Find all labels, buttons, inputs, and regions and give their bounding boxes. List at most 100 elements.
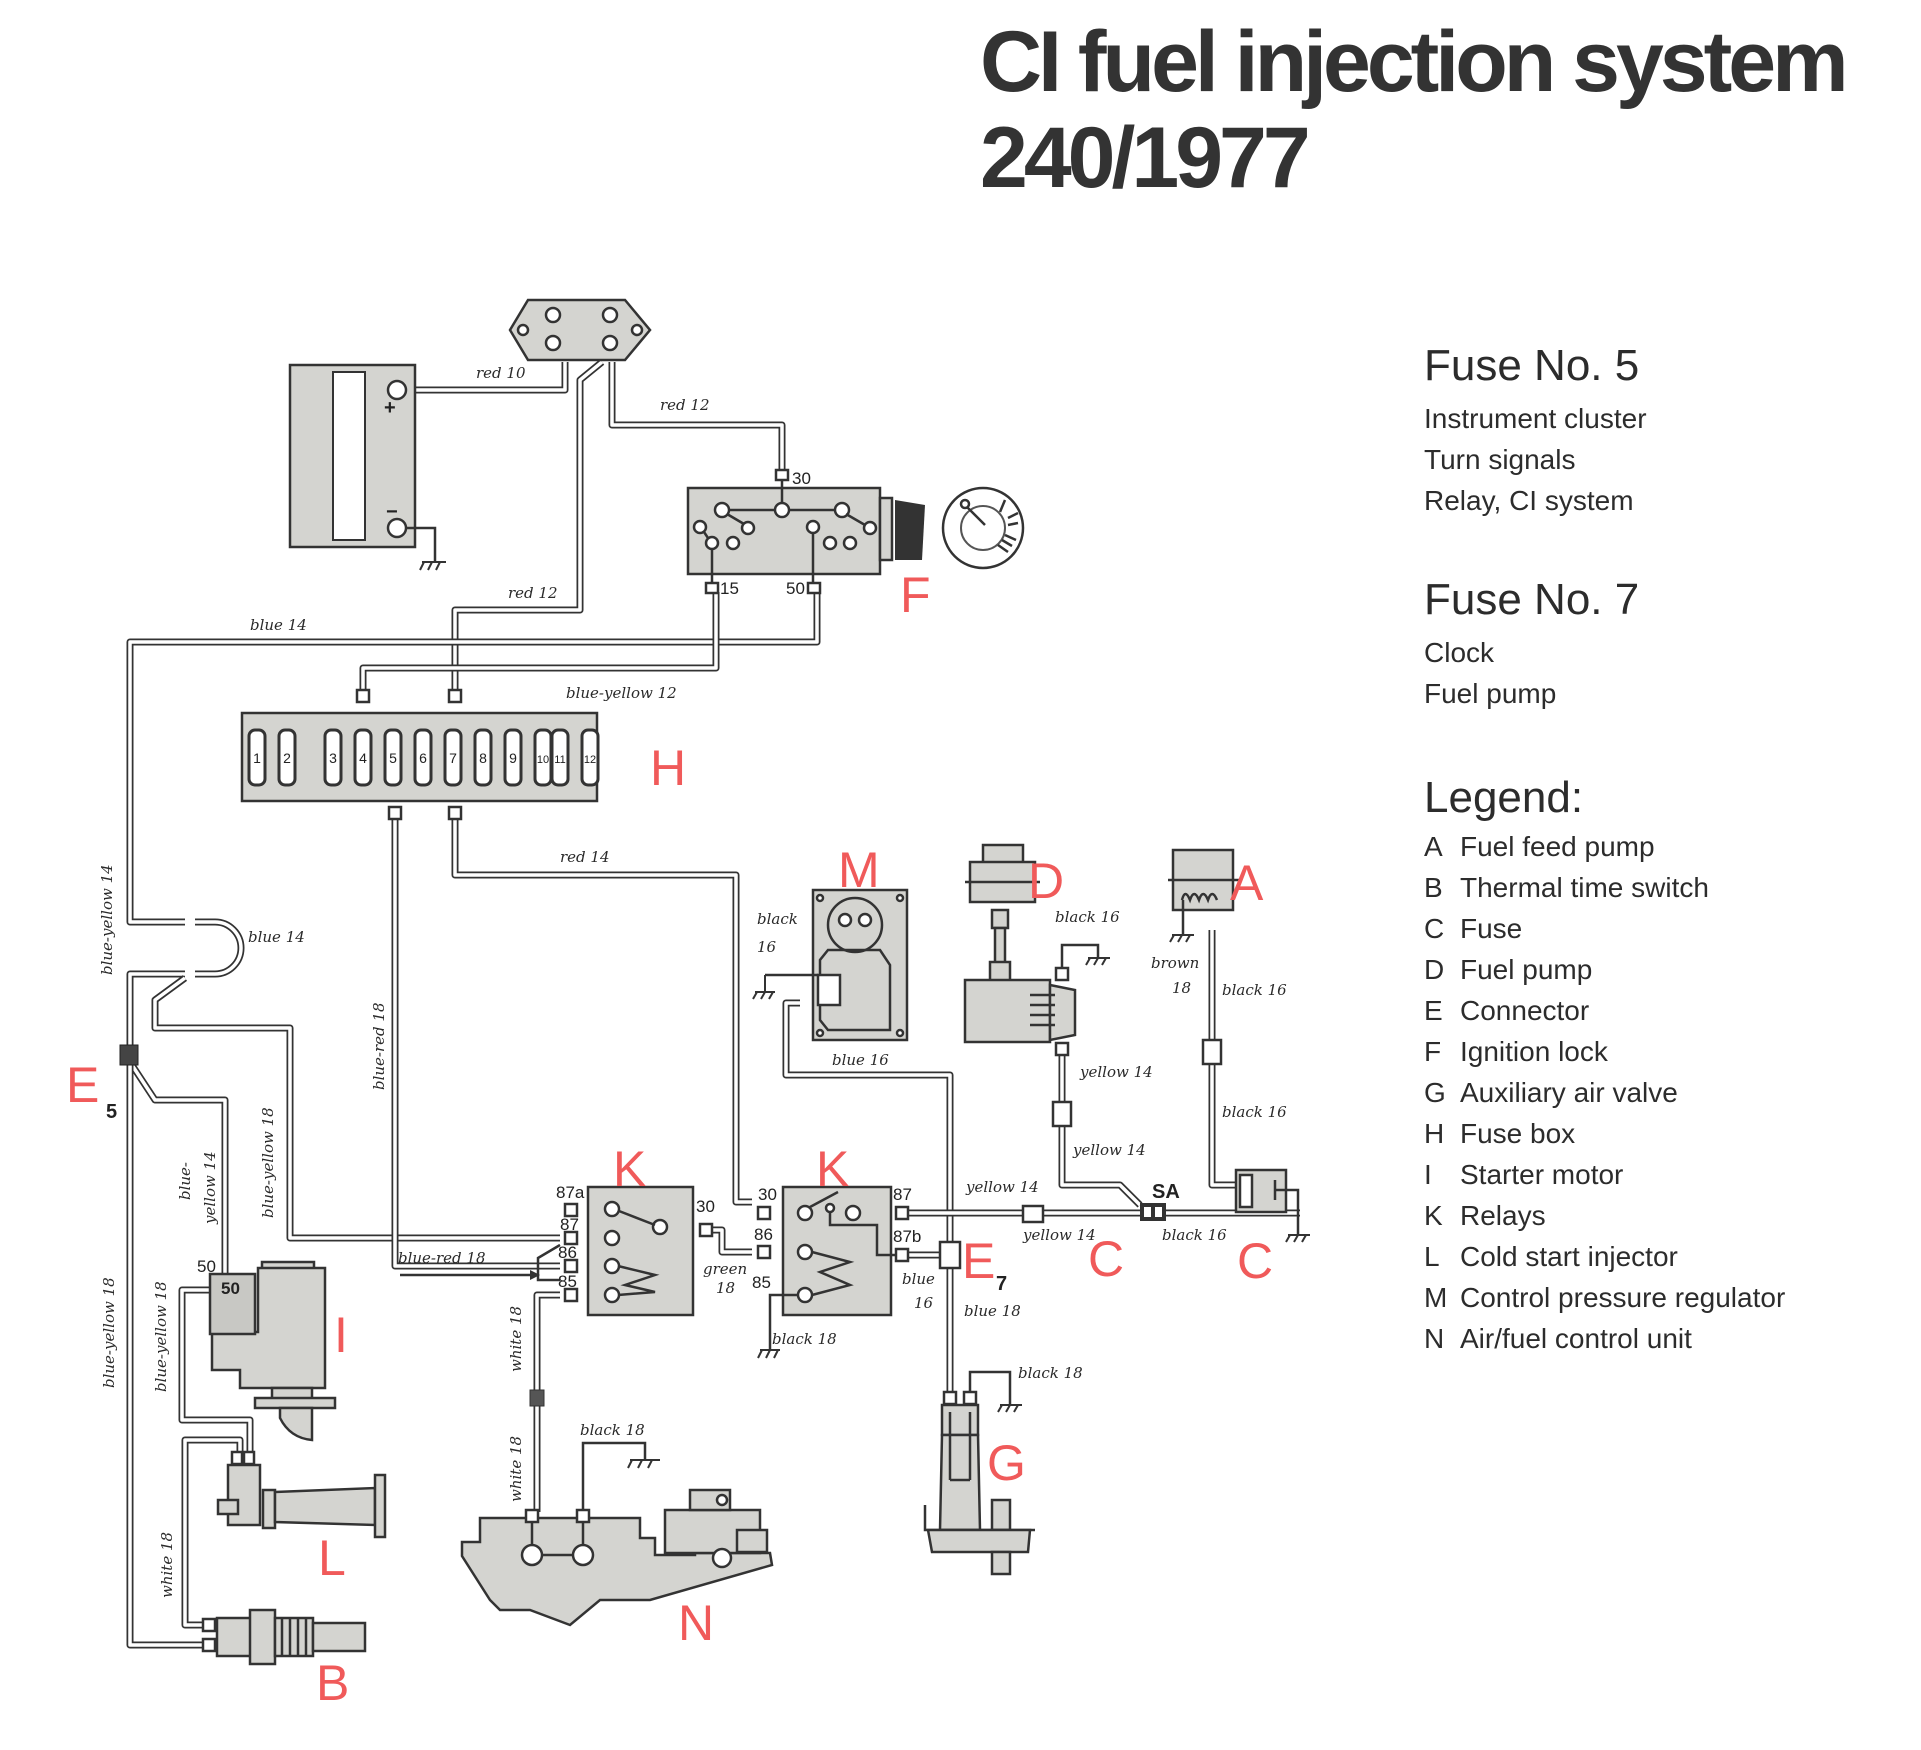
- wires: [126, 359, 1300, 1649]
- wire-red-12-fusebox: [451, 359, 605, 690]
- connector-number-7: 7: [996, 1273, 1007, 1295]
- battery: + −: [288, 363, 446, 571]
- fuse-5-section: Fuse No. 5 Instrument cluster Turn signa…: [1424, 340, 1647, 521]
- connector-number-5: 5: [106, 1101, 117, 1123]
- component-letter-e1: E: [66, 1057, 99, 1113]
- wire-label: black 18: [580, 1421, 645, 1439]
- component-letter-d: D: [1028, 853, 1064, 909]
- legend-key: G: [1424, 1077, 1446, 1108]
- fuse-sa-label: SA: [1152, 1181, 1180, 1203]
- component-letter-m: M: [838, 842, 880, 898]
- fuse-5-item: Instrument cluster: [1424, 403, 1647, 434]
- wire-blue-14: [126, 592, 821, 926]
- terminal-connector: [355, 688, 371, 704]
- wire-labels: red 10 red 12 red 12 blue 14 blue-yellow…: [98, 364, 1287, 1598]
- relay2-terminal-30: 30: [758, 1185, 777, 1204]
- wire-label: black 16: [1055, 908, 1120, 926]
- component-letter-c1: C: [1088, 1231, 1124, 1287]
- wire-red-10: [415, 362, 569, 394]
- relay2-terminal-86: 86: [754, 1225, 773, 1244]
- legend-item: K Relays: [1424, 1195, 1785, 1236]
- legend-label: Fuel feed pump: [1460, 831, 1655, 862]
- terminal-connector: [387, 805, 403, 821]
- fuse-number: 11: [554, 754, 565, 766]
- wire-label: blue 14: [248, 928, 305, 946]
- relay2-terminal-87: 87: [893, 1185, 912, 1204]
- wire-label: black 18: [1018, 1364, 1083, 1382]
- ground-icon: [1285, 1234, 1310, 1243]
- fuse-slot: [247, 728, 267, 787]
- fuse-number: 1: [253, 750, 261, 766]
- fuse-slot: [277, 728, 297, 787]
- wire-red-14: [451, 815, 752, 1206]
- wire-blue-yellow-18-inner: [178, 1286, 254, 1452]
- wire-label: blue-yellow 18: [152, 1281, 170, 1392]
- fuse-slot: [580, 728, 600, 787]
- wire-label: red 14: [560, 848, 610, 866]
- component-letter-h: H: [650, 740, 686, 796]
- relay2-terminal-85: 85: [752, 1273, 771, 1292]
- wire-blue-16-m: [782, 999, 954, 1430]
- auxiliary-air-valve: [923, 1370, 1035, 1576]
- ignition-lock: 30 15 50: [686, 468, 1025, 598]
- fuse-slot: [353, 728, 373, 787]
- wire-label: blue 16: [832, 1051, 889, 1069]
- wire-label: red 12: [660, 396, 710, 414]
- legend-key: N: [1424, 1323, 1445, 1354]
- fuse-number: 4: [359, 750, 367, 766]
- starter-motor: 50 50: [197, 1257, 337, 1442]
- wire-red-12-ignition: [608, 362, 786, 470]
- legend-heading: Legend:: [1424, 773, 1584, 822]
- terminal-connector: [774, 468, 790, 482]
- wire-label: 18: [1172, 979, 1191, 997]
- wire-black-16-a: [1208, 930, 1240, 1189]
- fuse-slot: [473, 728, 493, 787]
- ground-icon: [997, 1404, 1022, 1413]
- fuse-number: 3: [329, 750, 337, 766]
- legend-key: A: [1424, 831, 1443, 862]
- fuse-number: 10: [537, 754, 549, 766]
- ground-icon: [752, 975, 775, 1000]
- fuse-7-item: Clock: [1424, 637, 1495, 668]
- relay1-terminal-30: 30: [696, 1197, 715, 1216]
- fuse-slot: [503, 728, 523, 787]
- legend-label: Ignition lock: [1460, 1036, 1608, 1067]
- legend-key: I: [1424, 1159, 1432, 1190]
- thermal-time-switch: [201, 1608, 367, 1666]
- fuse-slot: [323, 728, 343, 787]
- wire-label: blue-yellow 18: [259, 1107, 277, 1218]
- wire-label: yellow 14: [1079, 1063, 1153, 1081]
- relay2-terminal-87b: 87b: [893, 1227, 921, 1246]
- control-pressure-regulator: [752, 888, 909, 1042]
- wire-blue-yellow-12: [359, 592, 720, 690]
- ignition-terminal-30: 30: [792, 469, 811, 488]
- fuse-number: 12: [584, 754, 596, 766]
- ground-icon: [1169, 934, 1194, 943]
- wire-label: yellow 14: [201, 1151, 219, 1225]
- relay1-terminal-86: 86: [558, 1243, 577, 1262]
- legend-label: Fuel pump: [1460, 954, 1593, 985]
- legend-label: Connector: [1460, 995, 1590, 1026]
- wire-label: yellow 14: [1072, 1141, 1146, 1159]
- wire-label: black 18: [772, 1330, 837, 1348]
- fuse-slot: [383, 728, 403, 787]
- legend-key: K: [1424, 1200, 1443, 1231]
- relay1-terminal-87a: 87a: [556, 1183, 585, 1202]
- wire-label: green: [703, 1260, 747, 1278]
- terminal-connector: [806, 581, 822, 595]
- fuse-7-heading: Fuse No. 7: [1424, 575, 1640, 624]
- wire-label: blue-yellow 18: [100, 1277, 118, 1388]
- wire-label: blue 14: [250, 616, 307, 634]
- connector-e5: [119, 1044, 139, 1066]
- inline-connector: [1051, 1100, 1073, 1128]
- ground-icon: [419, 561, 446, 571]
- legend-label: Relays: [1460, 1200, 1546, 1231]
- wire-blue-red-18: [391, 815, 560, 1270]
- wire-label: white 18: [158, 1532, 176, 1598]
